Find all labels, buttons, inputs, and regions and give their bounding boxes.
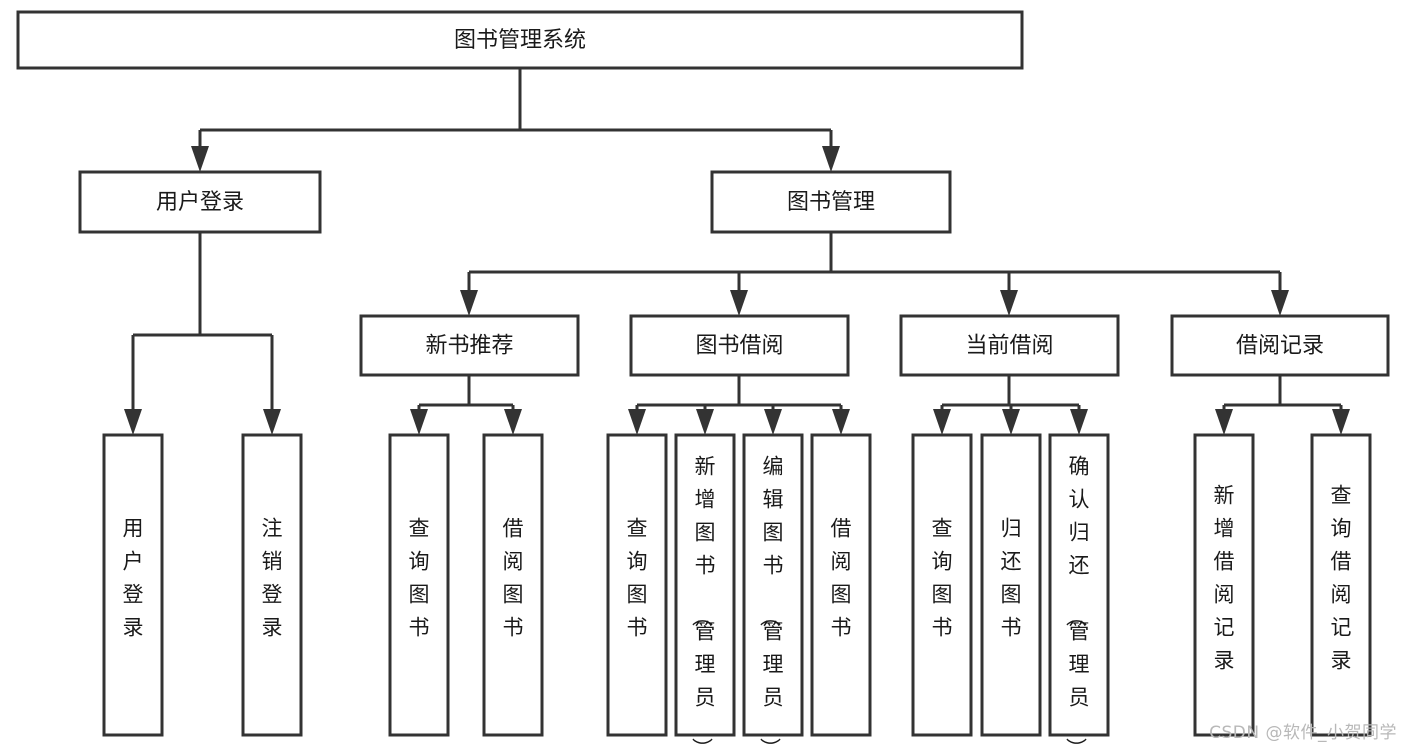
connector-group-new-book-rec-to-leaves xyxy=(410,375,522,435)
node-label: 查询图书 xyxy=(932,517,953,640)
node-box xyxy=(1048,433,1110,737)
node-leaf-borrow-book-1[interactable]: 借阅图书 xyxy=(482,433,544,737)
node-box xyxy=(629,314,850,377)
node-label: 新增借阅记录 xyxy=(1214,484,1235,673)
node-box xyxy=(980,433,1042,737)
node-box xyxy=(710,170,952,234)
arrow-head-icon xyxy=(1002,409,1020,435)
node-book-manage[interactable]: 图书管理 xyxy=(710,170,952,234)
node-label: 图书管理 xyxy=(787,190,875,215)
arrow-head-icon xyxy=(696,409,714,435)
node-user-login[interactable]: 用户登录 xyxy=(78,170,322,234)
node-label: 查询借阅记录 xyxy=(1331,484,1352,673)
node-label: 注销登录 xyxy=(262,517,283,640)
arrow-head-icon xyxy=(124,409,142,435)
node-leaf-return-book[interactable]: 归还图书 xyxy=(980,433,1042,737)
node-leaf-query-book-1[interactable]: 查询图书 xyxy=(388,433,450,737)
node-box xyxy=(742,433,804,737)
node-borrow-record[interactable]: 借阅记录 xyxy=(1170,314,1390,377)
arrow-head-icon xyxy=(730,290,748,316)
node-label: 借阅图书 xyxy=(503,517,524,640)
arrow-head-icon xyxy=(628,409,646,435)
node-leaf-confirm-return[interactable]: 确认归还（管理员） xyxy=(1048,433,1110,747)
arrow-head-icon xyxy=(460,290,478,316)
node-box xyxy=(899,314,1120,377)
node-root[interactable]: 图书管理系统 xyxy=(16,10,1024,70)
node-leaf-borrow-book-2[interactable]: 借阅图书 xyxy=(810,433,872,737)
node-box xyxy=(911,433,973,737)
node-leaf-add-record[interactable]: 新增借阅记录 xyxy=(1193,433,1255,737)
arrow-head-icon xyxy=(933,409,951,435)
node-leaf-logout[interactable]: 注销登录 xyxy=(241,433,303,737)
connector-group-book-borrow-to-leaves xyxy=(628,375,850,435)
node-box xyxy=(1193,433,1255,737)
node-box xyxy=(78,170,322,234)
arrow-head-icon xyxy=(1271,290,1289,316)
node-book-borrow[interactable]: 图书借阅 xyxy=(629,314,850,377)
node-label: 查询图书 xyxy=(409,517,430,640)
node-label: 图书管理系统 xyxy=(454,28,586,53)
node-label: 图书借阅 xyxy=(695,334,783,359)
node-leaf-query-book-2[interactable]: 查询图书 xyxy=(606,433,668,737)
connector-group-book-manage-to-level2 xyxy=(460,232,1289,316)
arrow-head-icon xyxy=(504,409,522,435)
node-leaf-query-book-3[interactable]: 查询图书 xyxy=(911,433,973,737)
node-box xyxy=(16,10,1024,70)
node-label: 新增图书（管理员） xyxy=(690,455,716,747)
node-label: 用户登录 xyxy=(123,517,144,640)
node-leaf-user-login[interactable]: 用户登录 xyxy=(102,433,164,737)
node-label: 借阅图书 xyxy=(831,517,852,640)
node-label: 归还图书 xyxy=(1001,517,1022,640)
node-new-book-rec[interactable]: 新书推荐 xyxy=(359,314,580,377)
node-box xyxy=(102,433,164,737)
node-label: 借阅记录 xyxy=(1236,334,1324,359)
node-label: 编辑图书（管理员） xyxy=(758,455,784,747)
node-leaf-query-record[interactable]: 查询借阅记录 xyxy=(1310,433,1372,737)
connector-group-user-login-to-leaves xyxy=(124,232,281,435)
node-current-borrow[interactable]: 当前借阅 xyxy=(899,314,1120,377)
arrow-head-icon xyxy=(764,409,782,435)
node-box xyxy=(241,433,303,737)
connector-layer xyxy=(124,68,1350,435)
node-leaf-add-book[interactable]: 新增图书（管理员） xyxy=(674,433,736,747)
node-label: 当前借阅 xyxy=(965,334,1053,359)
arrow-head-icon xyxy=(1000,290,1018,316)
node-label: 确认归还（管理员） xyxy=(1064,455,1090,747)
node-label: 新书推荐 xyxy=(425,334,513,359)
node-box xyxy=(359,314,580,377)
node-layer: 图书管理系统用户登录图书管理新书推荐图书借阅当前借阅借阅记录用户登录注销登录查询… xyxy=(16,10,1390,747)
node-label: 用户登录 xyxy=(156,190,244,215)
node-leaf-edit-book[interactable]: 编辑图书（管理员） xyxy=(742,433,804,747)
node-box xyxy=(606,433,668,737)
arrow-head-icon xyxy=(1070,409,1088,435)
connector-group-root-to-level1 xyxy=(191,68,840,172)
arrow-head-icon xyxy=(1215,409,1233,435)
node-box xyxy=(674,433,736,737)
arrow-head-icon xyxy=(191,146,209,172)
node-box xyxy=(810,433,872,737)
arrow-head-icon xyxy=(263,409,281,435)
node-box xyxy=(482,433,544,737)
watermark-text: CSDN @软件_小贺同学 xyxy=(1209,723,1397,743)
node-label: 查询图书 xyxy=(627,517,648,640)
connector-group-borrow-record-to-leaves xyxy=(1215,375,1350,435)
arrow-head-icon xyxy=(410,409,428,435)
arrow-head-icon xyxy=(832,409,850,435)
node-box xyxy=(388,433,450,737)
connector-group-current-borrow-to-leaves xyxy=(933,375,1088,435)
arrow-head-icon xyxy=(822,146,840,172)
node-box xyxy=(1310,433,1372,737)
arrow-head-icon xyxy=(1332,409,1350,435)
node-box xyxy=(1170,314,1390,377)
